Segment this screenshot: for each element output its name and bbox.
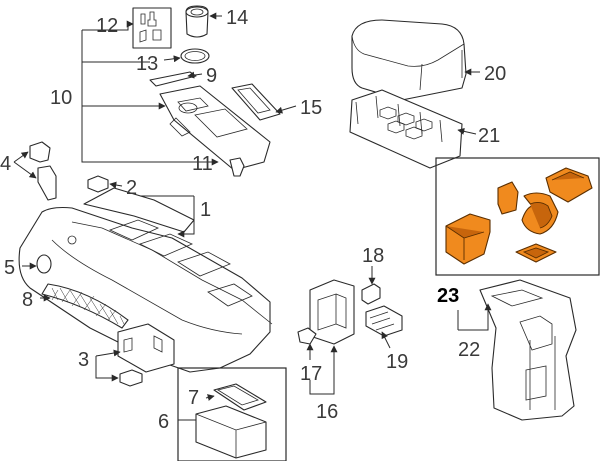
callout-14: 14 xyxy=(226,7,248,29)
callout-19: 19 xyxy=(386,351,408,373)
callout-3: 3 xyxy=(78,349,89,371)
callout-17: 17 xyxy=(300,363,322,385)
part-8-net[interactable] xyxy=(41,283,129,329)
part-22-rear-frame[interactable] xyxy=(479,279,577,421)
part-14-cup-insert[interactable] xyxy=(185,5,209,38)
callout-7: 7 xyxy=(188,387,199,409)
callout-18: 18 xyxy=(362,245,384,267)
callout-4: 4 xyxy=(0,153,11,175)
part-20-armrest-lid[interactable] xyxy=(351,19,467,101)
part-18-vent-clip[interactable] xyxy=(361,283,381,305)
part-3-bracket[interactable] xyxy=(117,323,175,387)
part-16-vent-housing[interactable] xyxy=(309,279,355,345)
callout-9: 9 xyxy=(206,65,217,87)
part-10-upper-panel[interactable] xyxy=(159,85,271,171)
part-9-trim-strip[interactable] xyxy=(149,71,197,87)
callout-labels: 12 14 13 9 10 15 11 20 21 4 2 1 5 8 3 7 … xyxy=(0,7,506,433)
callout-22: 22 xyxy=(458,339,480,361)
part-2-button[interactable] xyxy=(87,175,109,193)
callout-10: 10 xyxy=(50,87,72,109)
part-6-frame xyxy=(177,367,287,461)
callout-2: 2 xyxy=(126,177,137,199)
callout-6: 6 xyxy=(158,411,169,433)
part-21-armrest-frame[interactable] xyxy=(349,89,463,169)
part-12-clips[interactable] xyxy=(132,7,172,49)
callout-13: 13 xyxy=(136,53,158,75)
callout-11: 11 xyxy=(192,153,213,175)
callout-16: 16 xyxy=(316,401,338,423)
callout-15: 15 xyxy=(300,97,322,119)
callout-23: 23 xyxy=(437,285,459,307)
callout-21: 21 xyxy=(478,125,500,147)
part-6-storage-box[interactable] xyxy=(195,405,267,459)
callout-20: 20 xyxy=(484,63,506,85)
part-4-bracket[interactable] xyxy=(29,141,57,201)
callout-8: 8 xyxy=(22,289,33,311)
callout-5: 5 xyxy=(4,257,15,279)
part-5-washer[interactable] xyxy=(36,254,52,274)
part-23-highlighted-parts[interactable] xyxy=(445,167,593,265)
part-17-clip[interactable] xyxy=(297,327,317,345)
callout-12: 12 xyxy=(96,15,118,37)
part-19-vent[interactable] xyxy=(365,305,403,337)
part-23-highlight-frame xyxy=(435,157,600,276)
part-7-mat[interactable] xyxy=(213,383,267,411)
part-11-clip[interactable] xyxy=(229,157,245,177)
part-13-ring[interactable] xyxy=(180,48,210,64)
callout-1: 1 xyxy=(200,199,211,221)
leader-lines xyxy=(13,12,492,421)
part-15-mat[interactable] xyxy=(231,83,281,121)
